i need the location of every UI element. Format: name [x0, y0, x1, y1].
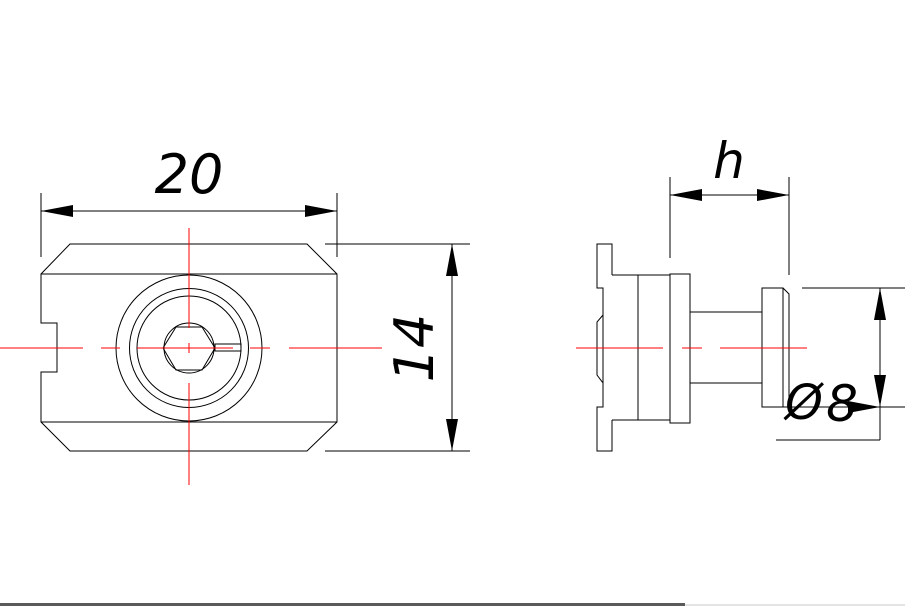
front-centerlines [0, 228, 382, 485]
front-view: 20 14 [0, 143, 470, 485]
diameter-symbol: Ø [783, 375, 824, 431]
shaft [690, 311, 762, 384]
horizontal-scrollbar-thumb[interactable] [0, 603, 685, 606]
height-label: 14 [383, 314, 446, 383]
body-edges [612, 274, 670, 421]
diameter-dimension: Ø 8 [776, 287, 905, 441]
width-dimension: 20 [40, 143, 338, 257]
side-view: h Ø 8 [576, 132, 905, 452]
diameter-value: 8 [826, 375, 858, 433]
h-label: h [713, 132, 745, 190]
head-chamfer [782, 287, 790, 407]
h-dimension: h [669, 132, 790, 275]
width-label: 20 [155, 143, 224, 206]
height-dimension: 14 [325, 243, 470, 452]
dome [596, 314, 604, 384]
horizontal-scrollbar-track[interactable] [685, 604, 905, 606]
